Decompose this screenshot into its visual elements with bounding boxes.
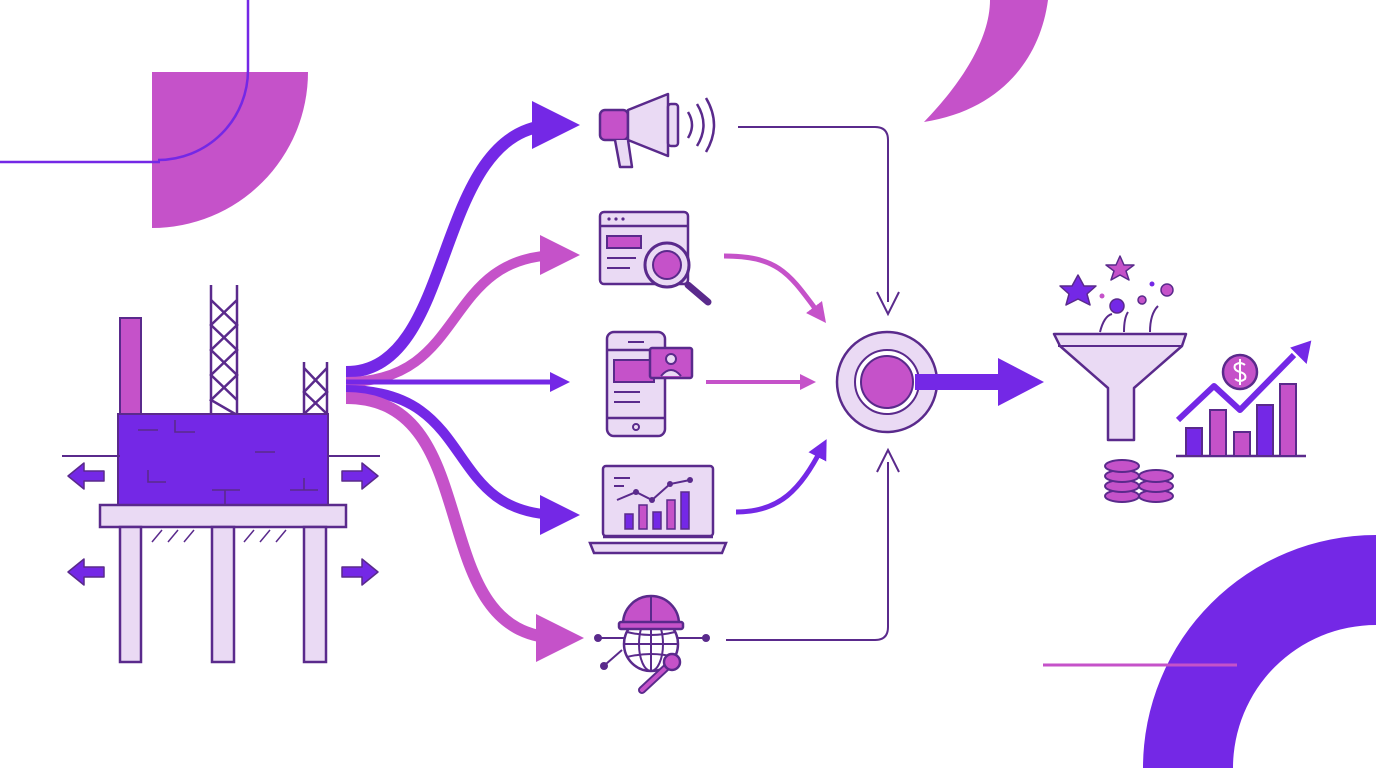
laptop-analytics-icon (588, 464, 728, 555)
mobile-social-icon (605, 330, 694, 438)
web-search-icon (598, 210, 712, 306)
target-hub-icon (835, 330, 939, 434)
branch-arrow-search (345, 235, 580, 387)
decor-top-left (0, 0, 308, 228)
branch-arrow-megaphone (345, 101, 580, 378)
branch-arrow-laptop (345, 385, 580, 535)
branch-arrows (345, 101, 584, 662)
expand-arrows (67, 462, 379, 586)
decor-bottom-right (1043, 535, 1376, 768)
coin-stack-icon (1104, 459, 1174, 503)
connector-laptop (735, 439, 827, 515)
growth-chart-icon (1175, 340, 1312, 458)
branch-arrow-engineer (345, 392, 584, 662)
sales-funnel-icon (1052, 255, 1188, 442)
foundation-construction-icon (62, 285, 380, 664)
connector-bottom (726, 462, 889, 641)
megaphone-icon (598, 92, 716, 169)
output-arrow (915, 358, 1044, 406)
connector-top (738, 126, 889, 302)
connector-search (723, 253, 826, 324)
decor-top-right-crescent (924, 0, 1048, 122)
hub-connectors (706, 126, 900, 641)
engineer-globe-wrench-icon (594, 594, 710, 694)
